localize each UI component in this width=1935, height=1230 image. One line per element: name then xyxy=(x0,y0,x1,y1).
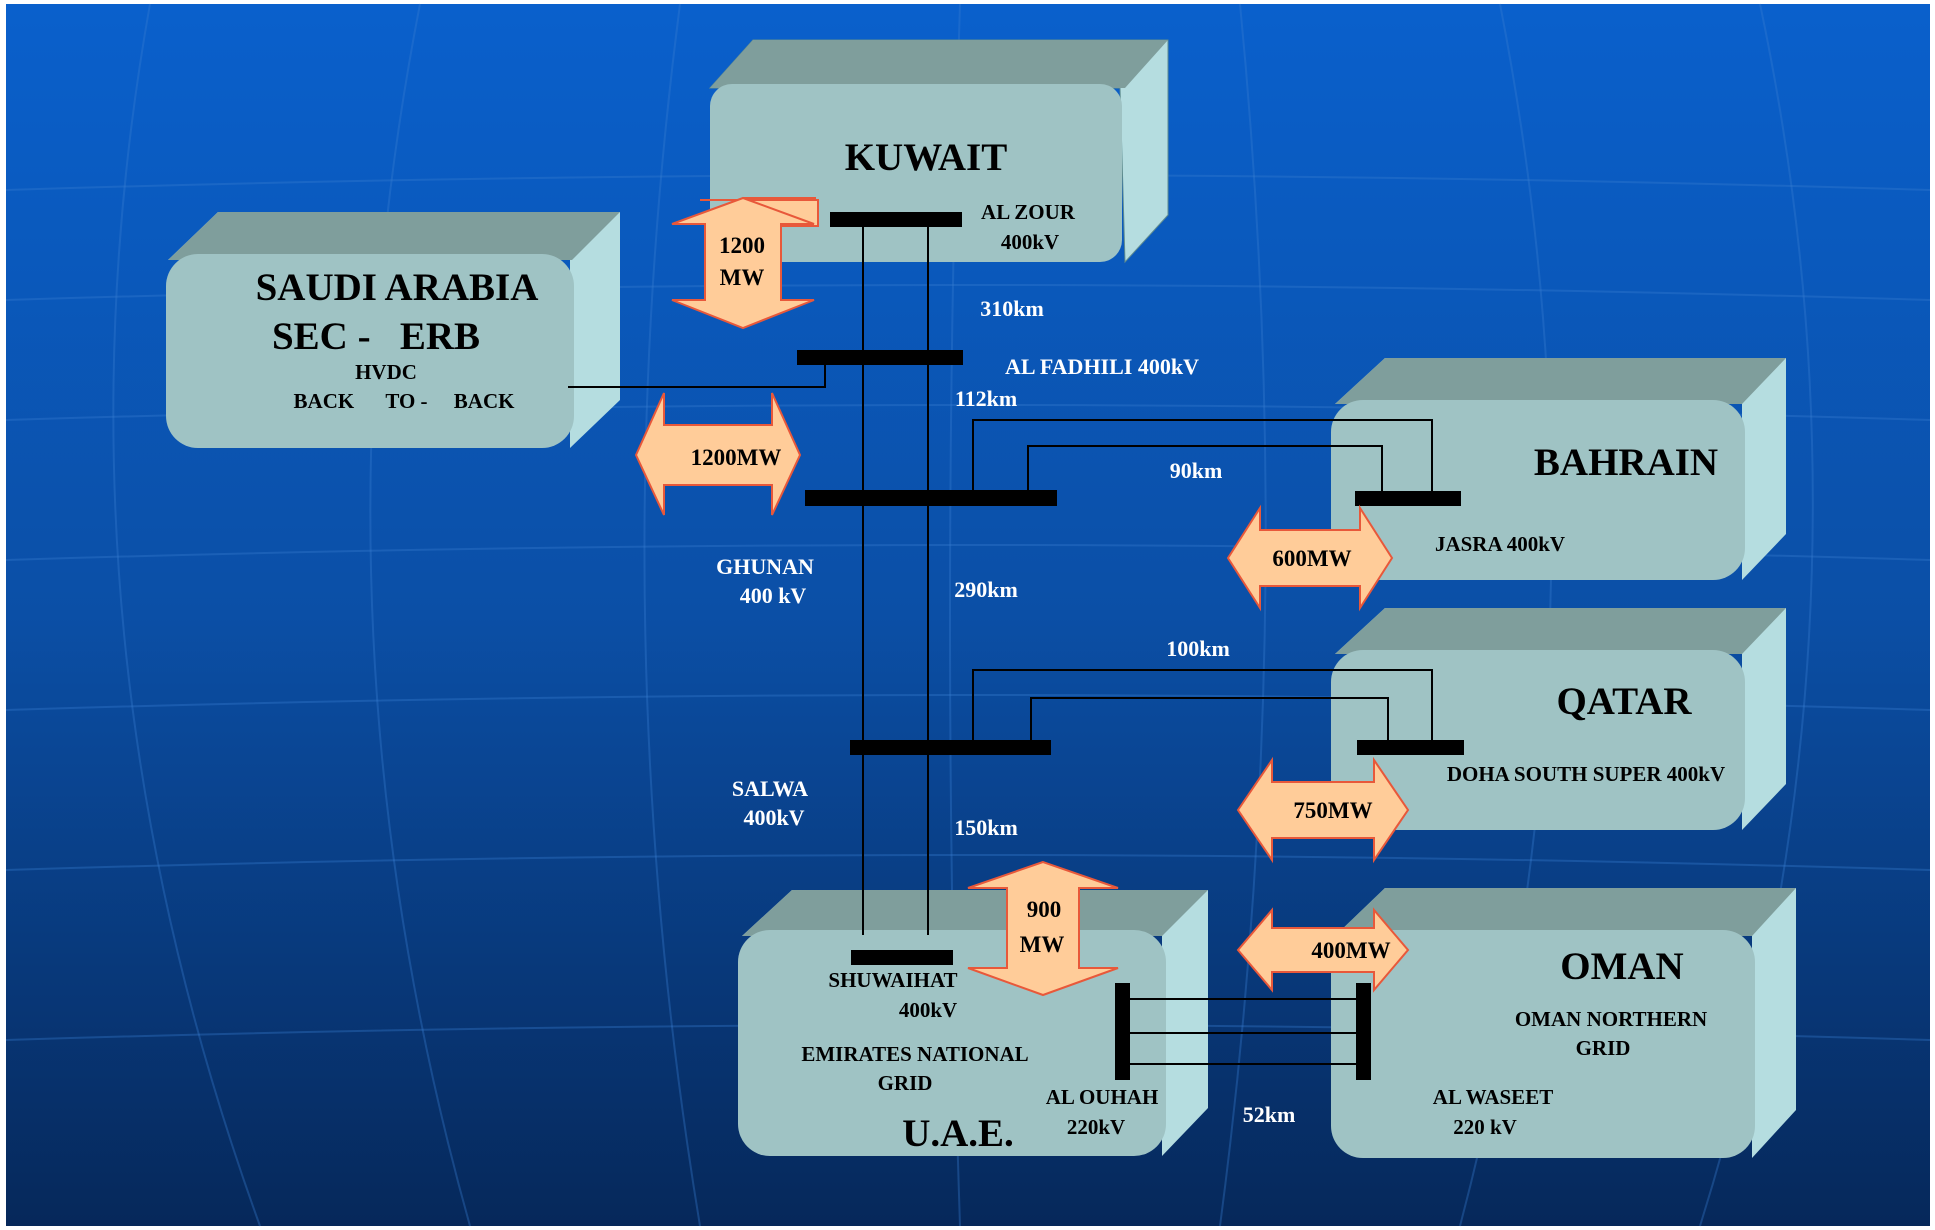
kuwait-capacity-value: 1200 xyxy=(719,233,765,258)
uae-vertical-arrow-icon xyxy=(967,860,1119,997)
busbar-al-ouhah xyxy=(1115,983,1130,1080)
distance-ghunan-bahrain: 90km xyxy=(1170,458,1223,483)
qatar-title: QATAR xyxy=(1556,680,1692,723)
ghunan-voltage: 400 kV xyxy=(740,583,807,608)
kuwait-capacity-unit: MW xyxy=(720,265,765,290)
busbar-al-fadhili xyxy=(797,350,963,365)
al-ouhah-name: AL OUHAH xyxy=(1046,1085,1159,1109)
uae-grid-line1: EMIRATES NATIONAL xyxy=(801,1042,1028,1066)
busbar-ghunan xyxy=(805,490,1057,506)
al-ouhah-voltage: 220kV xyxy=(1067,1115,1125,1139)
saudi-capacity-label: 1200MW xyxy=(691,445,782,470)
busbar-jasra xyxy=(1355,491,1461,506)
busbars xyxy=(797,212,1464,1080)
saudi-back-to-back-label: BACK TO - BACK xyxy=(294,389,516,413)
distance-salwa-qatar: 100km xyxy=(1166,636,1230,661)
shuwaihat-name: SHUWAIHAT xyxy=(828,968,957,992)
shuwaihat-voltage: 400kV xyxy=(899,998,957,1022)
uae-title: U.A.E. xyxy=(902,1112,1014,1155)
saudi-horizontal-arrow-icon xyxy=(634,392,802,516)
qatar-horizontal-arrow-icon xyxy=(1236,756,1410,864)
oman-box xyxy=(1331,888,1796,1158)
salwa-voltage: 400kV xyxy=(743,805,804,830)
uae-capacity-unit: MW xyxy=(1020,932,1065,957)
distance-ghunan-salwa: 290km xyxy=(954,577,1018,602)
busbar-al-zour xyxy=(830,212,962,227)
distance-fadhili-ghunan: 112km xyxy=(955,386,1017,411)
bahrain-box xyxy=(1331,358,1786,580)
oman-title: OMAN xyxy=(1560,945,1683,988)
al-zour-name: AL ZOUR xyxy=(981,200,1076,224)
al-waseet-name: AL WASEET xyxy=(1433,1085,1553,1109)
qatar-capacity-label: 750MW xyxy=(1293,798,1372,823)
distance-alzour-fadhili: 310km xyxy=(980,296,1044,321)
bahrain-title: BAHRAIN xyxy=(1534,441,1718,484)
bahrain-capacity-label: 600MW xyxy=(1272,546,1351,571)
busbar-shuwaihat xyxy=(851,950,953,965)
busbar-salwa xyxy=(850,740,1051,755)
uae-capacity-value: 900 xyxy=(1027,897,1062,922)
kuwait-title: KUWAIT xyxy=(845,136,1008,179)
jasra-station-label: JASRA 400kV xyxy=(1435,532,1565,556)
uae-grid-line2: GRID xyxy=(878,1071,933,1095)
transmission-lines xyxy=(568,220,1433,1065)
al-waseet-voltage: 220 kV xyxy=(1453,1115,1517,1139)
salwa-name: SALWA xyxy=(732,776,808,801)
saudi-hvdc-label: HVDC xyxy=(355,360,417,384)
kuwait-vertical-arrow-icon xyxy=(671,196,815,330)
al-fadhili-label: AL FADHILI 400kV xyxy=(1005,354,1199,379)
saudi-arabia-box xyxy=(166,212,620,448)
al-zour-voltage: 400kV xyxy=(1001,230,1059,254)
distance-salwa-shuwaihat: 150km xyxy=(954,815,1018,840)
oman-grid-line1: OMAN NORTHERN xyxy=(1515,1007,1707,1031)
bahrain-horizontal-arrow-icon xyxy=(1226,504,1394,612)
doha-south-super-label: DOHA SOUTH SUPER 400kV xyxy=(1447,762,1725,786)
qatar-box xyxy=(1331,608,1786,830)
oman-horizontal-arrow-icon xyxy=(1236,907,1410,993)
oman-capacity-label: 400MW xyxy=(1311,938,1390,963)
oman-grid-line2: GRID xyxy=(1576,1036,1631,1060)
distance-ouhah-waseet: 52km xyxy=(1243,1102,1296,1127)
saudi-arabia-title: SAUDI ARABIA xyxy=(256,266,539,309)
ghunan-name: GHUNAN xyxy=(716,554,814,579)
busbar-al-waseet xyxy=(1356,983,1371,1080)
saudi-sec-erb-label: SEC - ERB xyxy=(272,315,480,358)
busbar-doha-south xyxy=(1357,740,1464,755)
